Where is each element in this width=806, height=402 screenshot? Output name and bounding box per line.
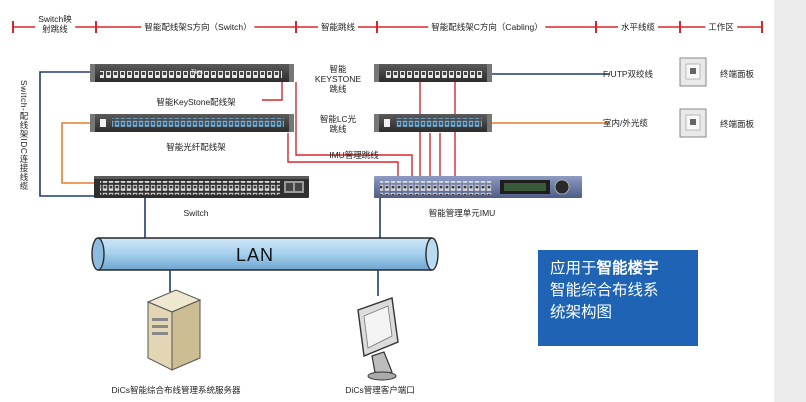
ruler-label-smart-patch: 智能跳线	[317, 22, 359, 32]
orange-cable	[61, 122, 610, 184]
smart-keystone-label-3: 跳线	[329, 84, 347, 94]
callout-line-3: 统架构图	[550, 304, 613, 321]
ruler-label-work-area: 工作区	[705, 22, 737, 32]
lan-bus	[91, 237, 439, 271]
client-label: DiCs管理客户端口	[345, 385, 415, 395]
network-switch	[94, 176, 309, 198]
ruler-label-switch-mapping: Switch映 射跳线	[35, 14, 75, 34]
keystone-patch-panel-right	[374, 64, 492, 82]
smart-keystone-label-2: KEYSTONE	[314, 74, 362, 84]
smart-keystone-label-1: 智能	[329, 64, 347, 74]
ruler-label-cabling-side: 智能配线架C方向（Cabling）	[428, 22, 546, 32]
right-side-strip	[774, 0, 806, 402]
client-monitor-icon	[357, 297, 399, 381]
faceplate-label-2: 终端面板	[720, 119, 755, 129]
smart-lc-label-1: 智能LC光	[319, 114, 357, 124]
server-icon	[146, 289, 202, 371]
keystone-panel-label: 智能KeyStone配线架	[156, 97, 236, 107]
fiber-patch-panel-right	[374, 114, 492, 132]
callout-line-2: 智能综合布线系	[550, 282, 659, 299]
smart-lc-label-2: 跳线	[329, 124, 347, 134]
faceplate-2	[679, 108, 707, 138]
ruler-label-switch-side: 智能配线架S方向（Switch）	[141, 22, 255, 32]
title-callout: 应用于智能楼宇 智能综合布线系 统架构图	[538, 250, 698, 346]
lan-label: LAN	[236, 245, 275, 265]
server-label: DiCs智能综合布线管理系统服务器	[111, 385, 241, 395]
imu-label: 智能管理单元IMU	[428, 208, 496, 218]
switch-label: Switch	[183, 208, 209, 218]
imu-patch-label: IMU管理跳线	[329, 150, 379, 160]
fiber-cable-label: 室内/外光缆	[603, 118, 648, 128]
faceplate-1	[679, 57, 707, 87]
brand-mark: Tkm	[191, 70, 203, 76]
fiber-patch-panel-left	[90, 114, 294, 132]
faceplate-label-1: 终端面板	[720, 69, 755, 79]
imu-unit	[374, 176, 582, 198]
navy-cable	[39, 71, 610, 238]
fiber-panel-label: 智能光纤配线架	[166, 142, 226, 152]
vertical-cable-label: Switch-配线架IDC连接线缆	[19, 80, 29, 191]
ruler-label-horizontal-cable: 水平线缆	[617, 22, 659, 32]
keystone-patch-panel-left	[90, 64, 294, 82]
callout-line-1: 应用于智能楼宇	[550, 260, 659, 277]
utp-cable-label: F/UTP双绞线	[603, 69, 654, 79]
